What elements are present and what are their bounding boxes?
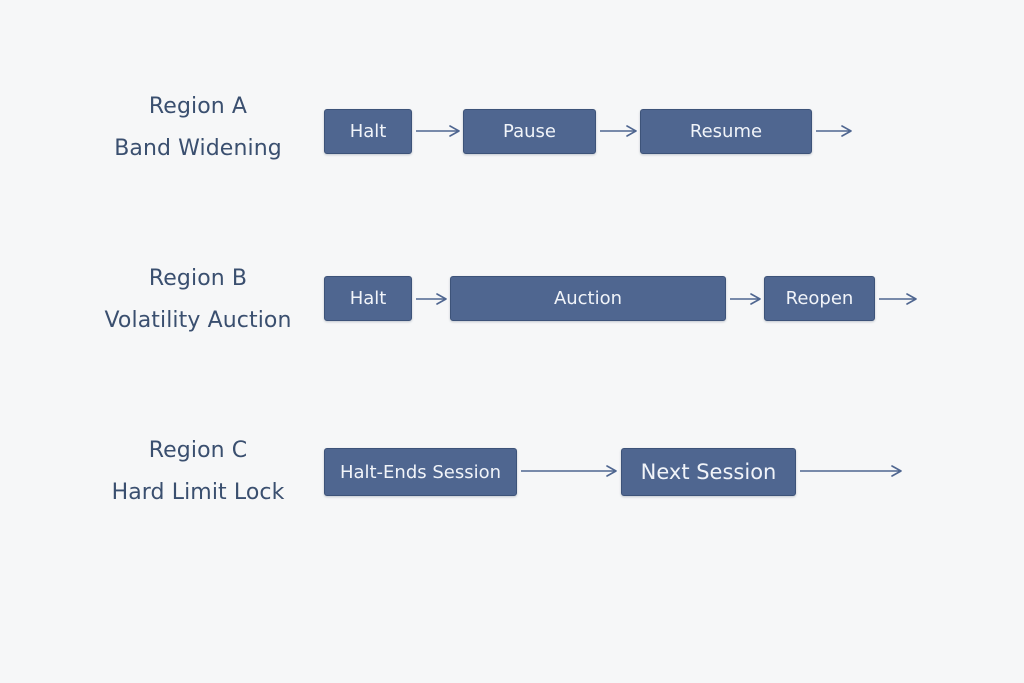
region-a-subtitle: Band Widening	[114, 136, 282, 161]
region-b-step-auction: Auction	[450, 276, 726, 321]
region-c-label: Region C Hard Limit Lock	[78, 430, 318, 514]
region-c-title: Region C	[148, 438, 248, 463]
region-a-title: Region A	[148, 94, 248, 119]
region-b-subtitle: Volatility Auction	[104, 308, 292, 333]
region-a-step-resume: Resume	[640, 109, 812, 154]
region-a-step-pause: Pause	[463, 109, 596, 154]
region-b-step-halt: Halt	[324, 276, 412, 321]
region-c-step-next-session: Next Session	[621, 448, 796, 496]
region-a-label: Region A Band Widening	[78, 86, 318, 170]
region-b-step-reopen: Reopen	[764, 276, 875, 321]
region-a-step-halt: Halt	[324, 109, 412, 154]
region-c-subtitle: Hard Limit Lock	[111, 480, 285, 505]
region-b-label: Region B Volatility Auction	[78, 258, 318, 342]
region-c-step-halt-ends-session: Halt-Ends Session	[324, 448, 517, 496]
region-b-title: Region B	[148, 266, 248, 291]
